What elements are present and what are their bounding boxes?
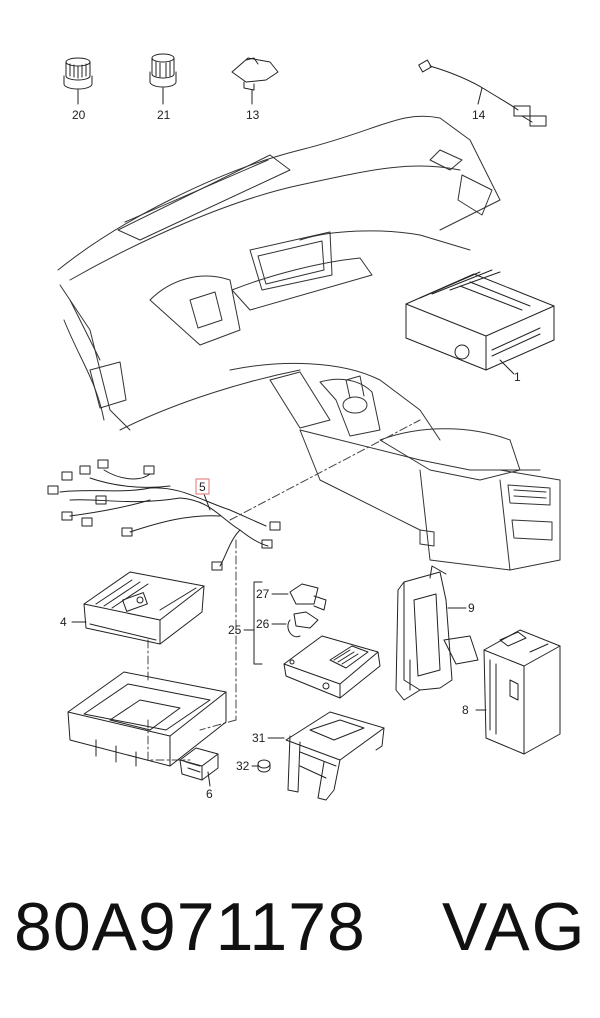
- part-number: 80A971178: [14, 889, 366, 965]
- callout-5-highlight: [195, 478, 210, 495]
- part-32-nut: [251, 759, 271, 773]
- callout-31: 31: [252, 731, 266, 745]
- callout-4: 4: [60, 615, 67, 629]
- part-31-bracket: [267, 711, 385, 801]
- center-console: [229, 362, 561, 571]
- part-9-mounting-frame: [395, 565, 479, 701]
- part-5-wiring-harness: [47, 459, 281, 571]
- bracket-25: [243, 581, 263, 665]
- part-1-radio-unit: [405, 269, 555, 375]
- callout-25: 25: [228, 623, 242, 637]
- callout-8: 8: [462, 703, 469, 717]
- leader-lines: [147, 419, 421, 761]
- part-20-knob: [63, 57, 93, 105]
- part-27-plug: [271, 583, 327, 611]
- part-4-charging-module: [71, 571, 205, 645]
- callout-26: 26: [256, 617, 270, 631]
- callout-27: 27: [256, 587, 270, 601]
- tray: [67, 671, 227, 767]
- control-module: [283, 635, 381, 699]
- brand-label: VAG: [442, 889, 587, 965]
- callout-9: 9: [468, 601, 475, 615]
- part-8-control-unit: [475, 629, 561, 755]
- part-6-connector: [179, 747, 219, 787]
- part-26-cable: [271, 611, 319, 638]
- callout-13: 13: [246, 108, 260, 122]
- callout-20: 20: [72, 108, 86, 122]
- callout-6: 6: [206, 787, 213, 801]
- callout-21: 21: [157, 108, 171, 122]
- part-13-antenna: [231, 57, 279, 105]
- callout-5: 5: [199, 480, 206, 494]
- callout-1: 1: [514, 370, 521, 384]
- callout-32: 32: [236, 759, 250, 773]
- part-21-knob: [149, 53, 177, 105]
- callout-14: 14: [472, 108, 486, 122]
- parts-exploded-diagram: 20 21 13 14: [47, 53, 561, 801]
- dashboard-outline: [57, 115, 501, 431]
- part-14-cable: [418, 59, 547, 127]
